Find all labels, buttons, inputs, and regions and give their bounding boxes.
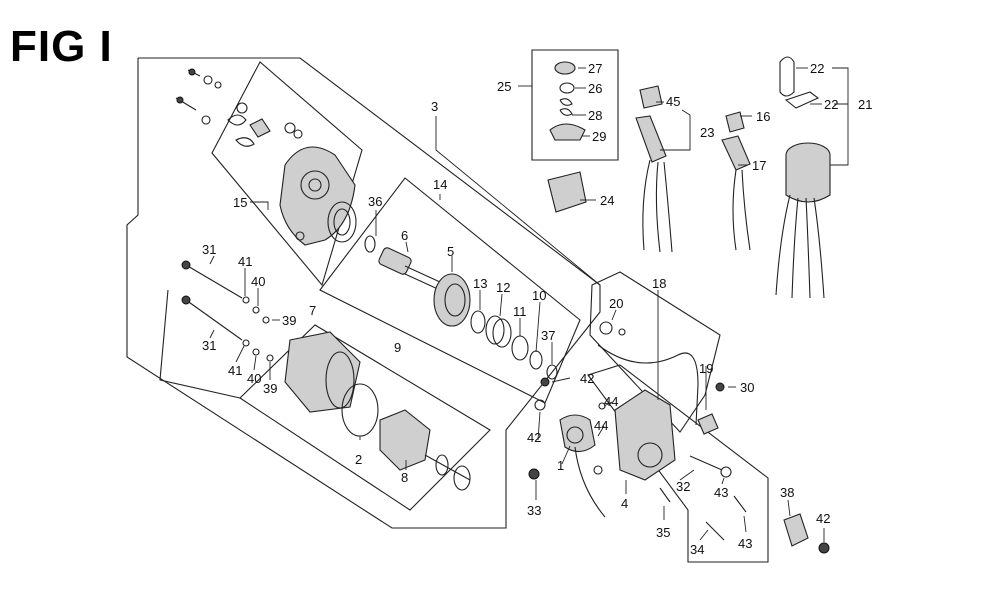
callout-43-upper: 43	[714, 485, 728, 500]
callout-31-lower: 31	[202, 338, 216, 353]
callout-22-upper: 22	[810, 61, 824, 76]
callout-8: 8	[401, 470, 408, 485]
callout-18: 18	[652, 276, 666, 291]
brush-springs	[227, 102, 303, 147]
o-ring	[341, 383, 379, 437]
callout-34: 34	[690, 542, 704, 557]
solenoid	[559, 414, 606, 518]
end-cover	[614, 389, 676, 481]
callout-33: 33	[527, 503, 541, 518]
armature	[379, 409, 471, 491]
callout-28: 28	[588, 108, 602, 123]
callout-40-upper: 40	[251, 274, 265, 289]
callout-3: 3	[431, 99, 438, 114]
callout-35: 35	[656, 525, 670, 540]
callout-20: 20	[609, 296, 623, 311]
yoke-frame	[239, 324, 491, 511]
callout-39-upper: 39	[282, 313, 296, 328]
armature-shaft	[364, 235, 441, 291]
callout-45: 45	[666, 94, 680, 109]
leader-lines	[209, 67, 849, 542]
clutch-kit	[547, 61, 587, 213]
callout-38: 38	[780, 485, 794, 500]
callout-15: 15	[233, 195, 247, 210]
switch-harness	[635, 85, 751, 253]
callout-39-lower: 39	[263, 381, 277, 396]
through-bolts	[181, 260, 274, 362]
callout-10: 10	[532, 288, 546, 303]
callout-4: 4	[621, 496, 628, 511]
callout-42-middle: 42	[527, 430, 541, 445]
callout-22-lower: 22	[824, 97, 838, 112]
callout-27: 27	[588, 61, 602, 76]
callout-42-upper: 42	[580, 371, 594, 386]
callout-40-lower: 40	[247, 371, 261, 386]
callout-37: 37	[541, 328, 555, 343]
gear-commutator	[433, 273, 471, 327]
callout-13: 13	[473, 276, 487, 291]
callout-43-lower: 43	[738, 536, 752, 551]
bearing-rings	[470, 310, 558, 380]
main-assembly-frame	[126, 57, 601, 529]
callout-11: 11	[513, 304, 527, 319]
screw-parts-top	[175, 68, 222, 125]
callout-36: 36	[368, 194, 382, 209]
callout-12: 12	[496, 280, 510, 295]
relay-coil	[775, 56, 831, 299]
callout-26: 26	[588, 81, 602, 96]
callout-21: 21	[858, 97, 872, 112]
callout-32: 32	[676, 479, 690, 494]
callout-44-upper: 44	[604, 394, 618, 409]
lead-frame	[589, 271, 721, 433]
yoke	[284, 331, 361, 413]
callout-19: 19	[699, 361, 713, 376]
lead-wire	[597, 321, 725, 435]
bolt-group-frame	[159, 289, 241, 399]
callout-5: 5	[447, 244, 454, 259]
brush-holder-housing	[279, 146, 357, 246]
callout-16: 16	[756, 109, 770, 124]
callout-1: 1	[557, 458, 564, 473]
callout-31-upper: 31	[202, 242, 216, 257]
callout-17: 17	[752, 158, 766, 173]
callout-42-lower: 42	[816, 511, 830, 526]
callout-29: 29	[592, 129, 606, 144]
callout-9: 9	[394, 340, 401, 355]
brush-holder-frame	[211, 61, 363, 287]
callout-2: 2	[355, 452, 362, 467]
callout-30: 30	[740, 380, 754, 395]
kit-frame	[531, 49, 619, 161]
small-fasteners	[528, 377, 830, 554]
callout-23: 23	[700, 125, 714, 140]
callout-14: 14	[433, 177, 447, 192]
callout-25: 25	[497, 79, 511, 94]
callout-41-lower: 41	[228, 363, 242, 378]
callout-24: 24	[600, 193, 614, 208]
callout-6: 6	[401, 228, 408, 243]
armature-frame	[319, 177, 581, 404]
callout-44-lower: 44	[594, 418, 608, 433]
mount-frame	[587, 364, 769, 563]
figure-title: FIG I	[10, 22, 113, 71]
callout-7: 7	[309, 303, 316, 318]
callout-41-upper: 41	[238, 254, 252, 269]
